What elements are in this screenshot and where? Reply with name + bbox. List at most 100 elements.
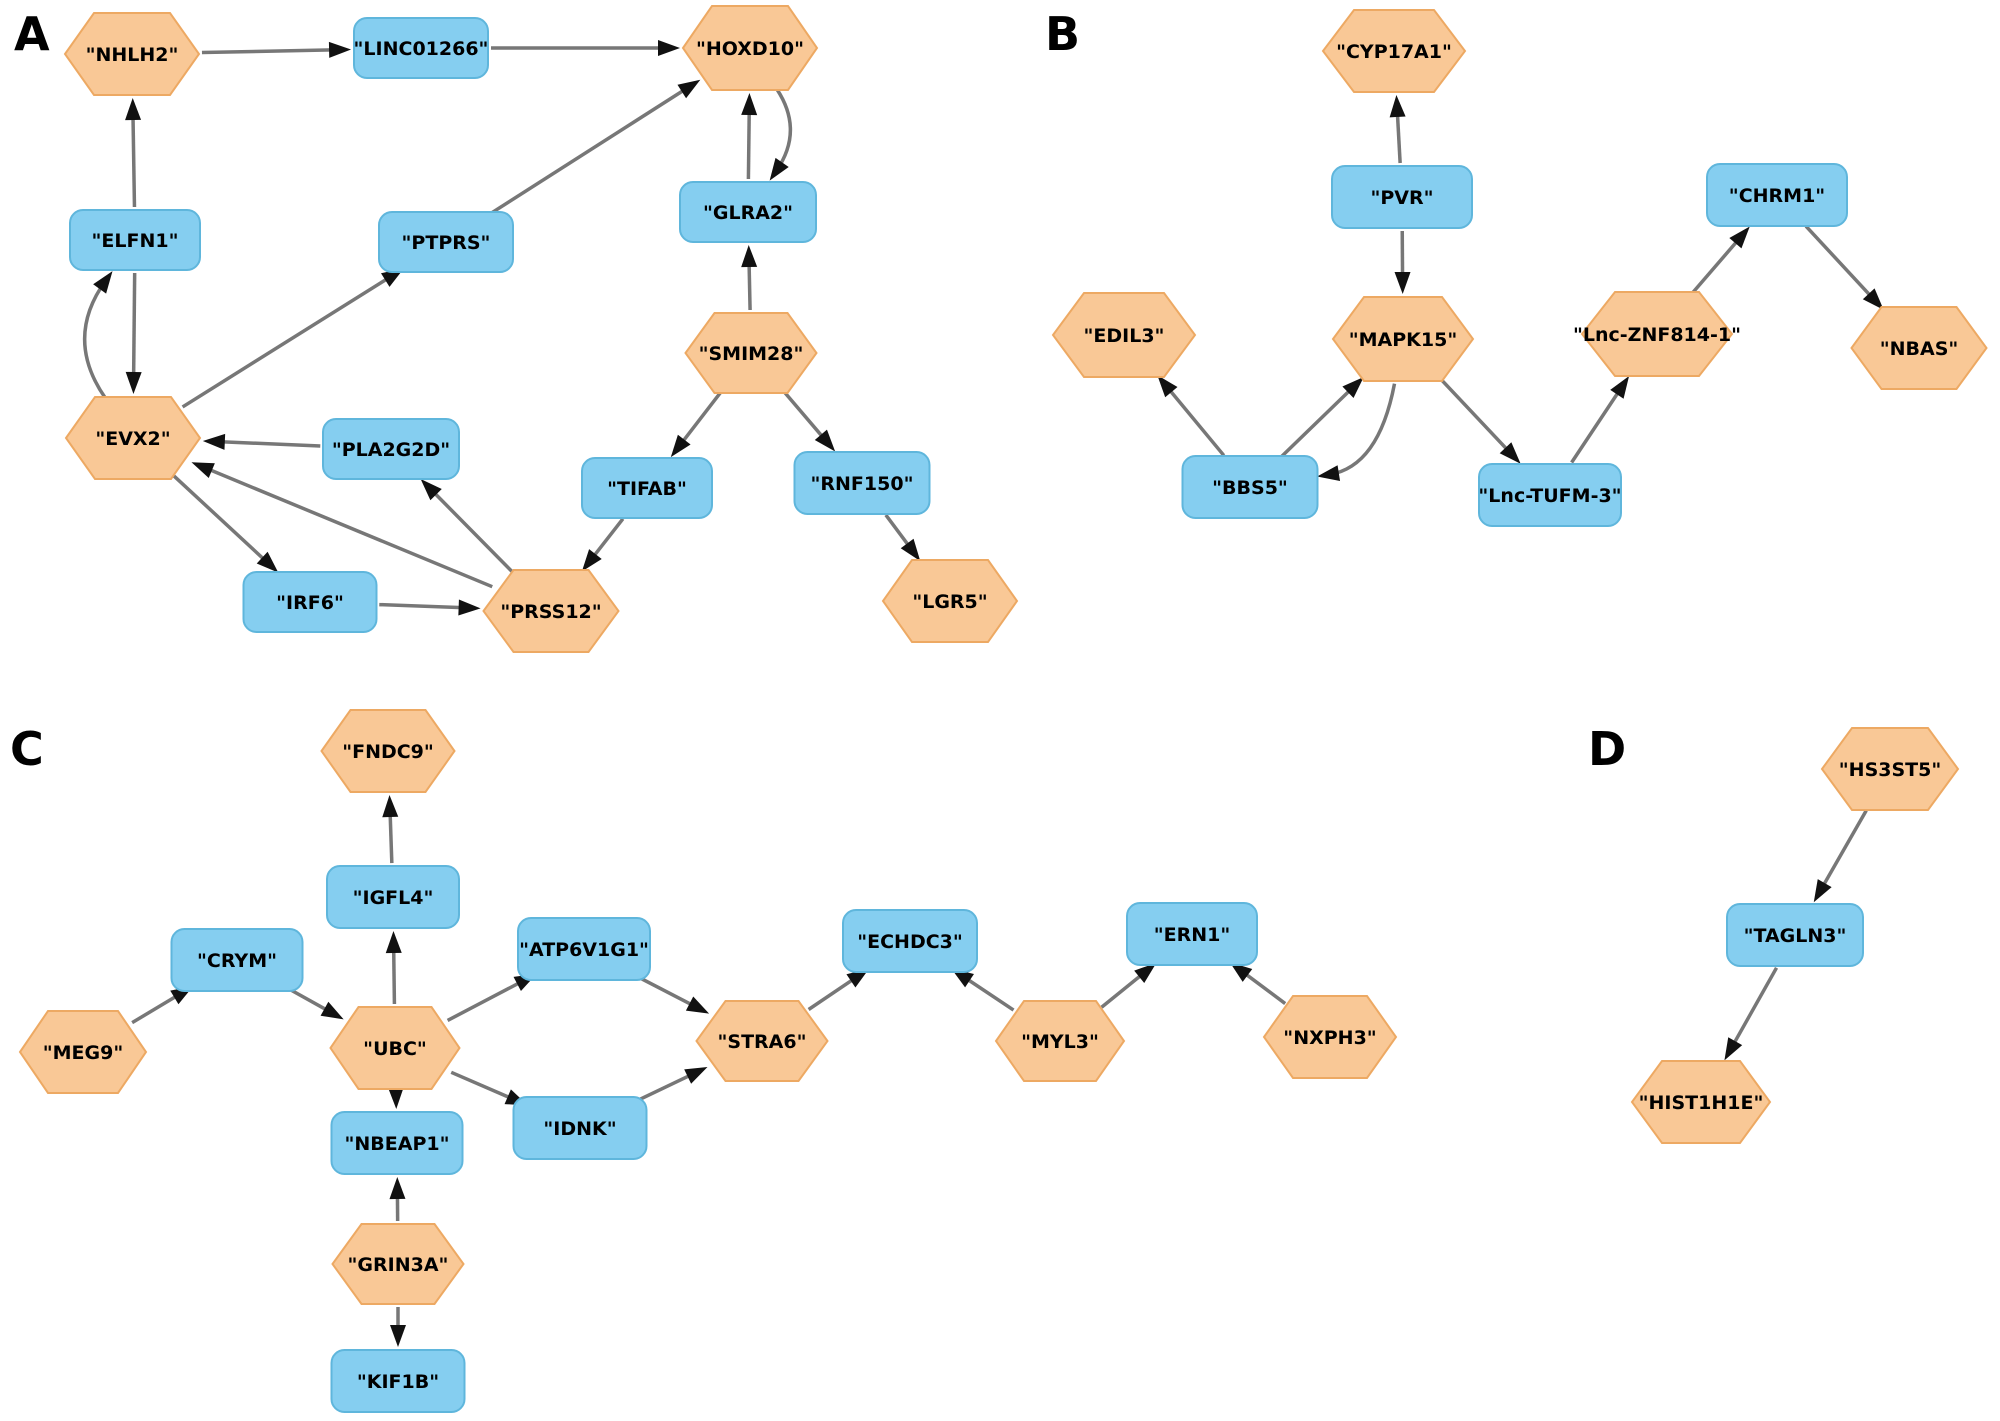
arrowhead-icon: [1724, 1037, 1743, 1061]
rect-node-shape: [170, 928, 304, 992]
arrowhead-icon: [741, 244, 758, 268]
edge-line: [201, 465, 493, 589]
arrowhead-icon: [769, 157, 789, 181]
edge-LINC01266-HOXD10: [491, 40, 680, 56]
node-label: "RNF150": [811, 473, 914, 495]
edge-line: [82, 279, 107, 399]
node-label: "GLRA2": [703, 202, 793, 224]
arrowhead-icon: [1317, 465, 1341, 482]
edge-line: [450, 1070, 518, 1103]
edge-NXPH3-ERN1: [1229, 962, 1287, 1005]
edge-line: [1690, 234, 1744, 295]
arrowhead-icon: [677, 79, 701, 99]
rect-node-shape: [1478, 463, 1622, 527]
node-label: "LGR5": [912, 591, 987, 613]
edge-SMIM28-GLRA2: [741, 244, 758, 311]
node-IDNK: "IDNK": [512, 1096, 648, 1160]
node-label: "MYL3": [1021, 1031, 1099, 1053]
node-label: "UBC": [363, 1038, 427, 1060]
edge-CHRM1-NBAS: [1804, 225, 1884, 310]
arrowhead-icon: [1729, 226, 1750, 249]
rect-node-shape: [842, 909, 978, 973]
arrowhead-icon: [328, 41, 352, 58]
edge-PVR-MAPK15: [1394, 230, 1411, 295]
arrowhead-icon: [1862, 288, 1884, 310]
node-ERN1: "ERN1": [1126, 902, 1258, 966]
node-label: "ECHDC3": [857, 931, 963, 953]
node-label: "HIST1H1E": [1639, 1092, 1764, 1114]
edge-GRIN3A-NBEAP1: [389, 1176, 406, 1222]
node-label: "TIFAB": [607, 478, 687, 500]
node-LGR5: "LGR5": [881, 559, 1019, 643]
hexagon-node-shape: [320, 709, 456, 793]
hexagon-node-shape: [684, 312, 818, 394]
node-HS3ST5: "HS3ST5": [1820, 727, 1960, 811]
rect-node-shape: [1726, 903, 1864, 967]
node-label: "Lnc-ZNF814-1": [1573, 324, 1741, 346]
node-NXPH3: "NXPH3": [1262, 995, 1398, 1079]
edge-GLRA2-HOXD10: [741, 92, 758, 180]
rect-node-shape: [1331, 165, 1473, 229]
edge-line: [1328, 383, 1397, 477]
node-ATP6V1G1: "ATP6V1G1": [517, 917, 651, 981]
edge-line: [171, 473, 271, 566]
node-label: "NHLH2": [86, 44, 179, 66]
node-label: "STRA6": [718, 1031, 807, 1053]
edge-line: [1804, 225, 1877, 303]
node-EVX2: "EVX2": [64, 396, 202, 480]
hexagon-node-shape: [331, 1223, 465, 1305]
arrowhead-icon: [684, 1067, 708, 1084]
node-TIFAB: "TIFAB": [581, 457, 713, 519]
edge-UBC-IGFL4: [385, 930, 402, 1005]
node-GLRA2: "GLRA2": [679, 181, 817, 243]
node-CRYM: "CRYM": [170, 928, 304, 992]
node-KIF1B: "KIF1B": [330, 1349, 466, 1413]
rect-node-shape: [517, 917, 651, 981]
hexagon-node-shape: [1630, 1060, 1772, 1144]
node-HOXD10: "HOXD10": [681, 5, 819, 91]
edge-IGFL4-FNDC9: [382, 794, 399, 864]
rect-node-shape: [512, 1096, 648, 1160]
edge-EVX2-IRF6: [171, 473, 279, 573]
arrowhead-icon: [1499, 442, 1521, 464]
node-NBAS: "NBAS": [1850, 306, 1988, 390]
node-HIST1H1E: "HIST1H1E": [1630, 1060, 1772, 1144]
rect-node-shape: [326, 865, 460, 929]
edge-MYL3-ERN1: [1100, 962, 1157, 1009]
edge-line: [1570, 385, 1624, 464]
node-FNDC9: "FNDC9": [320, 709, 456, 793]
edge-PRSS12-EVX2: [191, 462, 493, 589]
node-label: "IRF6": [276, 592, 344, 614]
arrowhead-icon: [581, 549, 602, 572]
panel-label-D: D: [1588, 722, 1626, 776]
hexagon-node-shape: [994, 1000, 1126, 1082]
node-label: "PLA2G2D": [332, 439, 450, 461]
node-label: "HS3ST5": [1839, 759, 1941, 781]
node-label: "IGFL4": [353, 887, 434, 909]
rect-node-shape: [1181, 455, 1319, 519]
edge-line: [807, 973, 861, 1011]
node-GRIN3A: "GRIN3A": [331, 1223, 465, 1305]
edge-BBS5-EDIL3: [1157, 375, 1226, 457]
edge-UBC-NBEAP1: [387, 1086, 404, 1110]
edge-Lnc-TUFM-3-Lnc-ZNF814-1: [1570, 376, 1630, 464]
hexagon-node-shape: [64, 396, 202, 480]
node-label: "PVR": [1370, 187, 1433, 209]
arrowhead-icon: [382, 794, 399, 818]
node-BBS5: "BBS5": [1181, 455, 1319, 519]
panel-label-A: A: [14, 7, 50, 61]
node-NHLH2: "NHLH2": [63, 12, 201, 96]
arrowhead-icon: [202, 433, 226, 450]
node-label: "SMIM28": [699, 343, 804, 365]
edge-line: [446, 977, 527, 1022]
edge-GRIN3A-KIF1B: [390, 1307, 406, 1347]
rect-node-shape: [242, 571, 378, 633]
edge-NHLH2-LINC01266: [201, 41, 352, 58]
hexagon-node-shape: [695, 1000, 829, 1082]
edge-line: [746, 104, 752, 180]
edge-line: [131, 109, 137, 208]
node-label: "EVX2": [95, 428, 170, 450]
edge-line: [960, 973, 1015, 1012]
